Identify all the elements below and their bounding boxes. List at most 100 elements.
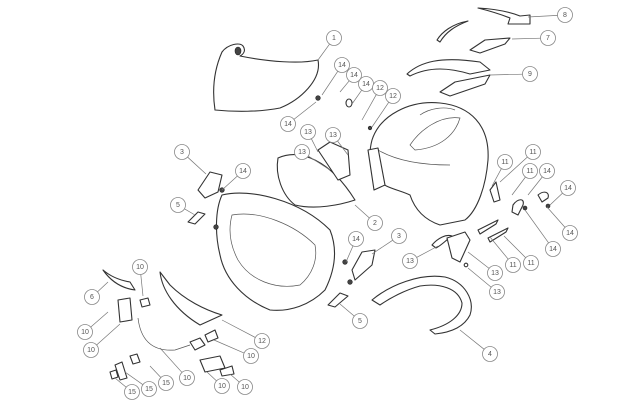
leader-line	[524, 209, 549, 244]
callout-circle	[497, 154, 513, 170]
callout-number: 11	[501, 159, 508, 166]
callout-number: 9	[528, 71, 532, 78]
callout-8: 8	[527, 7, 573, 23]
leader-line	[293, 101, 317, 120]
callout-circle	[83, 342, 99, 358]
callout-number: 13	[298, 149, 306, 156]
callout-number: 14	[350, 72, 358, 79]
callout-2: 2	[354, 204, 383, 231]
leader-line	[124, 371, 144, 385]
leader-line	[339, 303, 355, 317]
callout-number: 14	[566, 230, 574, 237]
callout-number: 14	[543, 168, 551, 175]
callout-circle	[280, 116, 296, 132]
callout-number: 14	[564, 185, 572, 192]
callout-13: 13	[467, 267, 505, 300]
callout-12: 12	[361, 80, 388, 121]
callout-11: 11	[491, 154, 513, 187]
callout-13: 13	[467, 251, 503, 281]
callout-14: 14	[339, 67, 362, 93]
callout-number: 15	[145, 386, 153, 393]
callout-15: 15	[124, 371, 157, 397]
callout-circle	[77, 324, 93, 340]
chin-vent-assembly	[109, 271, 235, 381]
callout-10: 10	[159, 347, 195, 386]
callout-circle	[505, 257, 521, 273]
callout-circle	[141, 381, 157, 397]
callout-3: 3	[371, 228, 407, 255]
leader-line	[546, 206, 566, 228]
callout-circle	[367, 215, 383, 231]
callout-circle	[243, 348, 259, 364]
callout-circle	[237, 379, 253, 395]
leader-line	[499, 156, 528, 183]
callout-circle	[560, 180, 576, 196]
callout-number: 10	[183, 375, 191, 382]
screws	[213, 95, 551, 285]
callout-circle	[235, 163, 251, 179]
callout-circle	[84, 289, 100, 305]
leader-line	[351, 89, 362, 105]
callout-13: 13	[300, 124, 319, 153]
callout-11: 11	[489, 236, 521, 273]
callout-10: 10	[229, 373, 253, 395]
callout-14: 14	[524, 209, 561, 257]
leader-line	[416, 245, 439, 258]
callout-5: 5	[170, 197, 196, 216]
leader-line	[339, 80, 350, 93]
callout-10: 10	[132, 259, 148, 297]
leader-line	[97, 281, 109, 293]
callout-number: 2	[373, 220, 377, 227]
callout-number: 12	[389, 93, 397, 100]
callout-10: 10	[213, 339, 259, 364]
visor-part-1	[213, 43, 319, 112]
leader-line	[229, 373, 240, 383]
leader-line	[90, 311, 109, 328]
callout-3: 3	[174, 144, 207, 175]
callout-circle	[385, 88, 401, 104]
leader-line	[317, 43, 330, 61]
callout-circle	[372, 80, 388, 96]
neck-roll-part-4	[371, 275, 472, 335]
leader-line	[337, 140, 349, 156]
callout-4: 4	[459, 329, 498, 362]
mechanism-parts	[431, 181, 549, 263]
leader-line	[459, 329, 485, 350]
callout-10: 10	[77, 311, 109, 340]
callout-11: 11	[499, 144, 541, 183]
callout-number: 11	[526, 168, 533, 175]
callout-circle	[326, 30, 342, 46]
leader-line	[489, 236, 509, 260]
callout-number: 14	[362, 81, 370, 88]
callout-circle	[348, 231, 364, 247]
callout-circle	[522, 66, 538, 82]
callout-circle	[158, 375, 174, 391]
leader-line	[187, 156, 207, 175]
leader-line	[527, 176, 543, 196]
chin-bar-frame	[215, 192, 336, 311]
callout-number: 10	[136, 264, 144, 271]
leader-line	[491, 168, 502, 187]
top-spoiler-parts	[406, 7, 531, 97]
leader-line	[311, 138, 319, 153]
callout-circle	[170, 197, 186, 213]
callout-number: 13	[491, 270, 499, 277]
callout-13: 13	[402, 245, 439, 269]
callout-number: 13	[493, 289, 501, 296]
callout-number: 13	[329, 132, 337, 139]
leader-line	[511, 176, 526, 196]
callout-circle	[179, 370, 195, 386]
leader-line	[489, 73, 523, 76]
callout-number: 15	[162, 380, 170, 387]
callout-14: 14	[280, 101, 317, 132]
callout-14: 14	[546, 206, 578, 241]
callout-circle	[346, 67, 362, 83]
callout-number: 5	[176, 202, 180, 209]
side-pod-parts	[102, 171, 376, 308]
leader-line	[149, 365, 162, 378]
callout-number: 12	[258, 338, 266, 345]
callout-circle	[124, 384, 140, 400]
callout-14: 14	[345, 231, 364, 263]
